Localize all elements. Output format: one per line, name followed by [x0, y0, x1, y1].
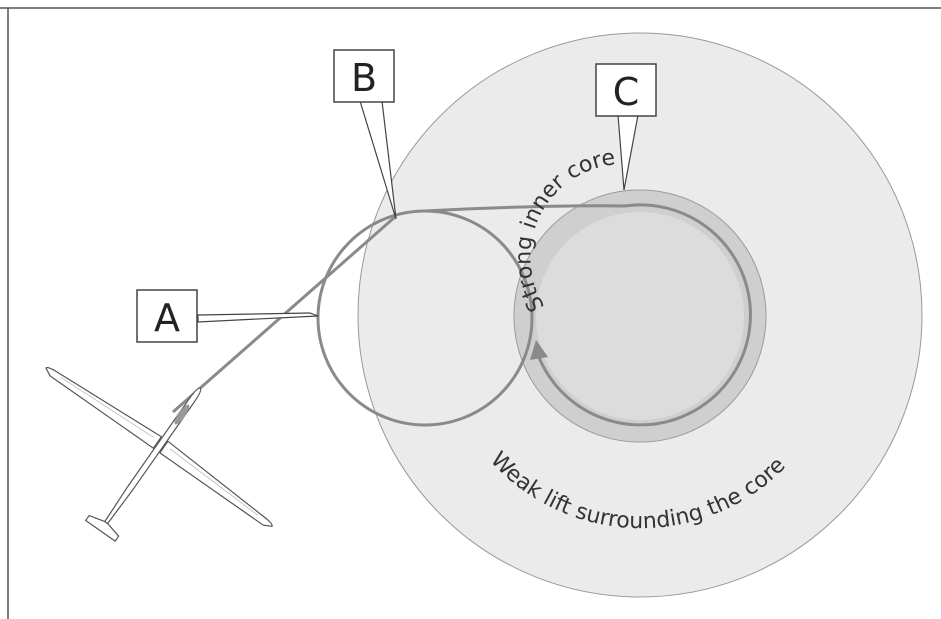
callout-a-label: A	[154, 296, 180, 340]
core-circling-path	[536, 203, 752, 427]
shift-path	[424, 204, 626, 213]
callout-b-pointer	[359, 100, 397, 220]
direction-arrow-icon	[530, 340, 548, 360]
glider-icon	[45, 366, 273, 542]
strong-core-center	[536, 212, 744, 420]
callout-b-label: B	[351, 56, 377, 100]
callout-c-box	[595, 63, 657, 117]
callout-c-label: C	[613, 70, 640, 114]
callout-a-pointer	[197, 312, 319, 323]
callout-b-box	[333, 49, 395, 103]
callout-a-box	[136, 289, 198, 343]
